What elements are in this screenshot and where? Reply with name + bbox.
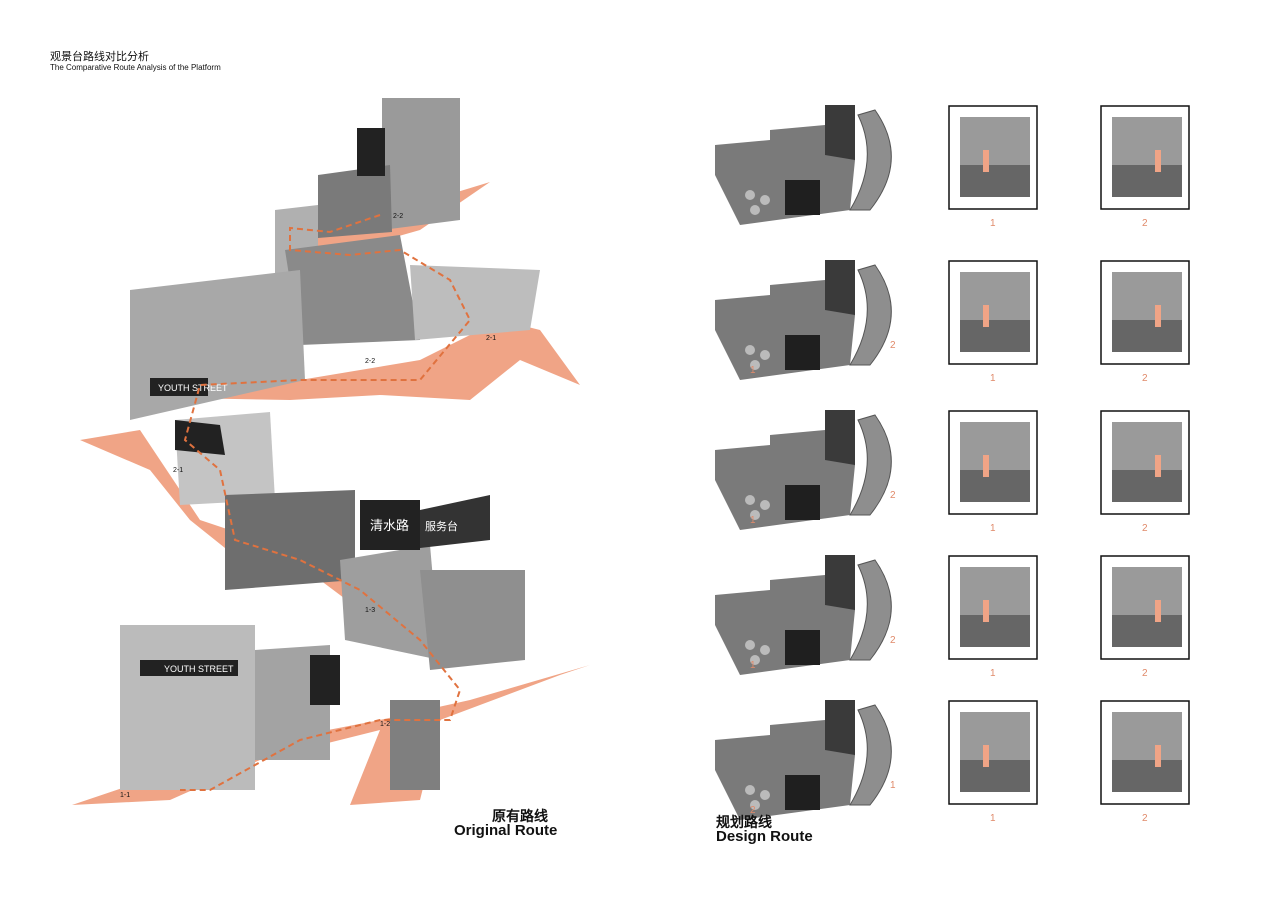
plan-route-mark: 2 xyxy=(890,490,896,501)
perspective-view xyxy=(948,700,1038,805)
view-label: 1 xyxy=(990,373,996,384)
original-route-collage: YOUTH STREET 清水路 服务台 YOUTH STREET 2-2 2-… xyxy=(72,98,590,805)
perspective-view xyxy=(948,555,1038,660)
perspective-view xyxy=(1100,555,1190,660)
plan-diagram xyxy=(715,105,892,225)
youth-street-text: YOUTH STREET xyxy=(158,383,228,393)
station-sign xyxy=(140,660,238,676)
qingshui-sign xyxy=(360,500,420,550)
plan-route-mark: 1 xyxy=(890,780,896,791)
view-label: 2 xyxy=(1142,373,1148,384)
street-photo xyxy=(410,265,540,340)
sign-board xyxy=(357,128,385,176)
original-route-caption-cn: 原有路线 xyxy=(492,808,548,824)
route-marker: 2-2 xyxy=(365,358,375,365)
perspective-view xyxy=(1100,410,1190,515)
fuwutai-text: 服务台 xyxy=(425,519,458,533)
view-label: 2 xyxy=(1142,668,1148,679)
view-label: 2 xyxy=(1142,218,1148,229)
view-label: 2 xyxy=(1142,523,1148,534)
route-markers: 2-2 2-1 2-2 2-1 1-2 1-1 1-3 xyxy=(120,213,496,799)
signs: YOUTH STREET 清水路 服务台 YOUTH STREET xyxy=(140,128,490,705)
station-sign-text: YOUTH STREET xyxy=(164,664,234,674)
route-ribbon xyxy=(80,430,420,640)
original-route-caption-en: Original Route xyxy=(454,822,558,839)
route-marker: 1-3 xyxy=(365,607,375,614)
perspective-view xyxy=(1100,260,1190,365)
street-photo xyxy=(225,490,355,590)
route-marker: 2-1 xyxy=(173,467,183,474)
chukou-sign xyxy=(310,655,340,705)
plan-route-mark: 1 xyxy=(750,365,756,376)
station-photo xyxy=(120,625,255,790)
plan-route-mark: 2 xyxy=(750,805,756,816)
view-label: 1 xyxy=(990,218,996,229)
design-route-caption-cn: 规划路线 xyxy=(716,814,772,830)
plan-diagram xyxy=(715,410,892,530)
plan-diagram xyxy=(715,555,892,675)
plan-route-mark: 2 xyxy=(890,635,896,646)
qingshui-text: 清水路 xyxy=(370,518,409,533)
view-label: 1 xyxy=(990,523,996,534)
arrow-sign xyxy=(175,420,225,455)
design-route-grid: 1 2 1 2 1 2 1 2 1 2 1 2 1 2 2 1 1 2 xyxy=(690,90,1280,860)
perspective-view xyxy=(948,410,1038,515)
plan-route-mark: 1 xyxy=(750,660,756,671)
street-photo xyxy=(420,570,525,670)
perspective-view xyxy=(1100,700,1190,805)
fuwutai-sign xyxy=(420,495,490,548)
plan-route-mark: 2 xyxy=(890,340,896,351)
street-photo xyxy=(285,235,420,345)
original-route-line xyxy=(180,214,472,791)
plan-diagram xyxy=(715,700,892,820)
page-title-en: The Comparative Route Analysis of the Pl… xyxy=(50,63,221,72)
street-photo xyxy=(382,98,460,230)
design-route-caption-en: Design Route xyxy=(716,828,813,845)
plan-route-mark: 1 xyxy=(750,515,756,526)
view-label: 1 xyxy=(990,668,996,679)
street-photo xyxy=(340,545,440,660)
view-label: 2 xyxy=(1142,813,1148,824)
route-marker: 1-1 xyxy=(120,792,130,799)
perspective-view xyxy=(948,105,1038,210)
route-marker: 2-1 xyxy=(486,335,496,342)
youth-street-sign xyxy=(150,378,208,396)
plan-diagram xyxy=(715,260,892,380)
route-marker: 1-2 xyxy=(380,721,390,728)
view-label: 1 xyxy=(990,813,996,824)
perspective-view xyxy=(948,260,1038,365)
page-title-cn: 观景台路线对比分析 xyxy=(50,51,149,63)
street-photo xyxy=(318,165,392,238)
street-photo xyxy=(390,700,440,790)
route-marker: 2-2 xyxy=(393,213,403,220)
perspective-view xyxy=(1100,105,1190,210)
